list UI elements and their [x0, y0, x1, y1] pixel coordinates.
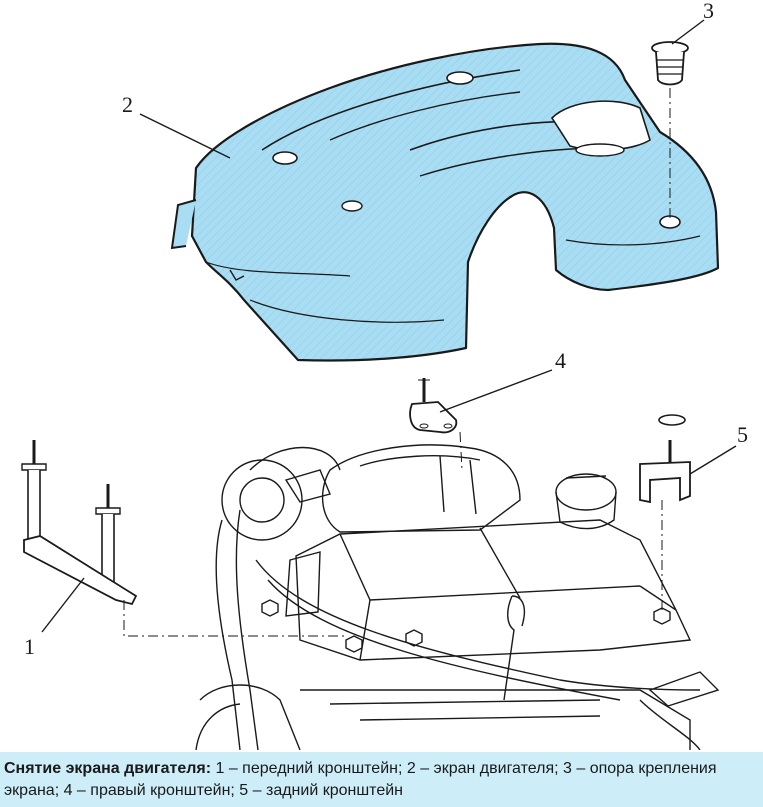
front-bracket: [21, 440, 348, 637]
cover-mount-grommet: [651, 41, 689, 220]
leader-line-4: [439, 369, 553, 413]
figure-caption: Снятие экрана двигателя: 1 – передний кр…: [0, 752, 763, 807]
leader-line-2: [139, 113, 231, 159]
caption-lead: Снятие экрана двигателя:: [4, 760, 212, 777]
caption-body: 1 – передний кронштейн; 2 – экран двигат…: [4, 760, 717, 799]
leader-line-3: [671, 19, 705, 45]
engine-assembly: [195, 444, 720, 750]
leader-line-1: [41, 577, 85, 633]
leader-line-5: [689, 445, 737, 475]
engine-cover-removal-drawing: 1 2 3 4 5: [21, 0, 748, 750]
exploded-view-diagram: 1 2 3 4 5: [21, 0, 748, 750]
engine-cover: [170, 42, 720, 362]
leader-lines: [41, 19, 737, 633]
callout-number-4: 4: [555, 348, 566, 373]
callout-number-5: 5: [737, 422, 748, 447]
rear-bracket: [639, 414, 691, 610]
callout-number-2: 2: [122, 92, 133, 117]
callout-number-1: 1: [24, 634, 35, 659]
callout-number-3: 3: [703, 0, 714, 23]
